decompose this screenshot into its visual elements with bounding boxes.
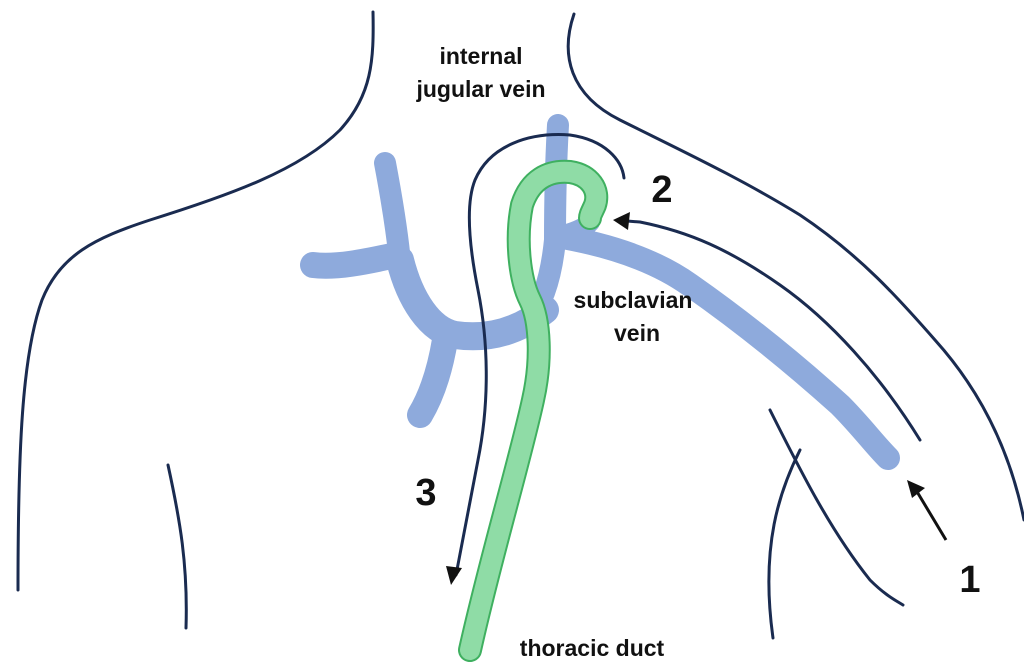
label-thoracic-duct: thoracic duct: [520, 635, 665, 661]
label-subclavian-2: vein: [614, 320, 660, 346]
left-subclavian-stub: [313, 255, 396, 266]
armpit-curve: [769, 450, 800, 638]
arrow-1-shaft: [916, 490, 946, 540]
left-chest-line: [168, 465, 186, 628]
neck-left-outline: [18, 12, 373, 590]
subclavian-vein: [557, 236, 888, 458]
label-subclavian-1: subclavian: [574, 287, 693, 313]
lower-vein-branch: [420, 340, 445, 415]
route-arm-line: [627, 221, 920, 440]
step-number-2: 2: [651, 169, 672, 211]
arrow-2-head: [613, 212, 630, 230]
step-number-3: 3: [415, 472, 436, 514]
arrow-1-head: [907, 480, 925, 498]
label-internal-jugular-1: internal: [439, 43, 522, 69]
arrow-3-head: [446, 566, 462, 585]
label-internal-jugular-2: jugular vein: [415, 76, 545, 102]
step-number-1: 1: [959, 559, 980, 601]
